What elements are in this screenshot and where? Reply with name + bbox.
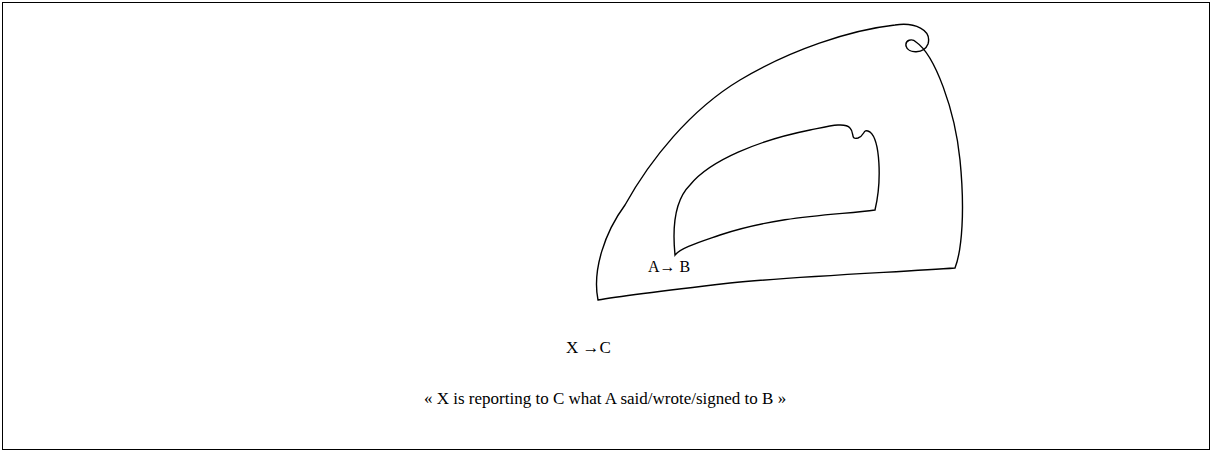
caption: « X is reporting to C what A said/wrote/… (424, 389, 786, 409)
inner-bubble (674, 125, 879, 255)
relation-label: X →C (566, 338, 611, 358)
outer-bubble (597, 24, 963, 300)
bubble-outline (590, 20, 970, 310)
speech-bubble: A→ B (590, 20, 970, 310)
node-text: A→ B (648, 258, 690, 276)
